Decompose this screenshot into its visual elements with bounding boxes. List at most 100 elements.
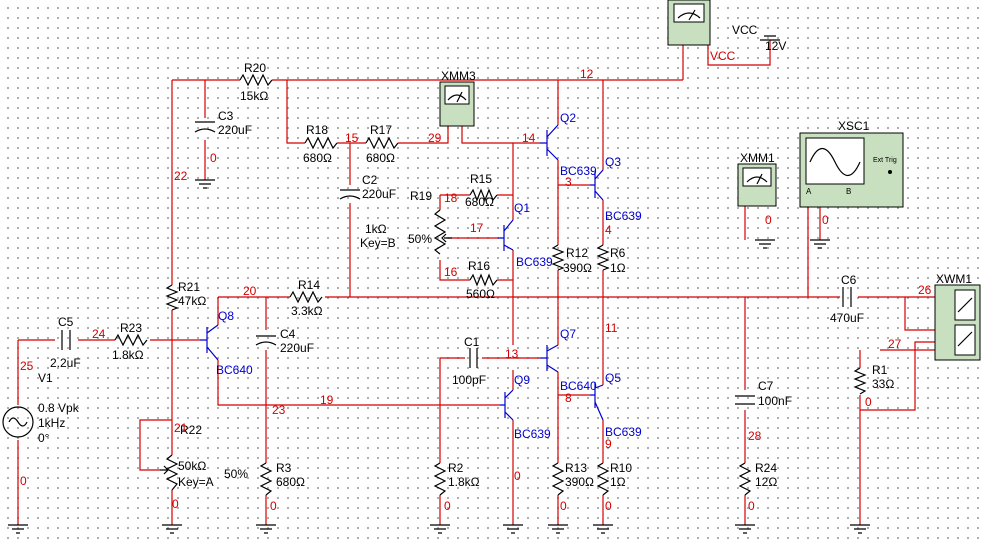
r22-key: Key=A: [178, 475, 214, 489]
r13-value: 390Ω: [565, 475, 594, 489]
xmm3-ref: XMM3: [441, 69, 476, 83]
v1-ref: V1: [38, 371, 53, 385]
q8-model: BC640: [216, 363, 253, 377]
xmm3-instrument[interactable]: [439, 81, 475, 127]
v1-amplitude: 0.8 Vpk: [38, 401, 80, 415]
svg-text:4: 4: [605, 223, 612, 237]
r17-value: 680Ω: [366, 151, 395, 165]
r10-body: [596, 462, 610, 496]
c1-body: [469, 348, 478, 368]
r1-value: 33Ω: [872, 377, 894, 391]
c6-body: [842, 287, 852, 307]
transistors: [200, 124, 604, 421]
xmm2-instrument[interactable]: [667, 0, 711, 46]
r22-value: 50kΩ: [178, 459, 206, 473]
xmm1-instrument[interactable]: [737, 163, 777, 207]
svg-text:21: 21: [174, 421, 188, 435]
c7-value: 100nF: [758, 394, 792, 408]
wires: [17, 40, 940, 525]
c1-ref: C1: [464, 335, 480, 349]
svg-text:0: 0: [514, 469, 521, 483]
svg-text:27: 27: [888, 337, 902, 351]
svg-text:0: 0: [560, 499, 567, 513]
xwm1-ref: XWM1: [936, 272, 972, 286]
q5-ref: Q5: [605, 371, 621, 385]
r16-value: 560Ω: [466, 287, 495, 301]
r15-body: [469, 188, 498, 202]
c2-value: 220uF: [362, 187, 396, 201]
svg-text:11: 11: [605, 321, 618, 335]
svg-text:28: 28: [748, 429, 762, 443]
r6-ref: R6: [610, 246, 626, 260]
r21-body: [165, 284, 179, 311]
svg-text:22: 22: [174, 169, 188, 183]
xsc1-channel-b: B: [846, 187, 851, 196]
r24-value: 12Ω: [755, 475, 777, 489]
svg-text:23: 23: [272, 403, 286, 417]
r21-ref: R21: [178, 280, 200, 294]
r13-ref: R13: [565, 461, 587, 475]
r19-wiper: [441, 233, 452, 243]
q7-model: BC640: [560, 379, 597, 393]
r6-body: [596, 244, 610, 271]
r19-ref: R19: [410, 189, 432, 203]
r24-body: [738, 462, 752, 496]
c2-ref: C2: [362, 173, 378, 187]
r22-ref: R22: [180, 423, 202, 437]
r20-ref: R20: [244, 61, 266, 75]
q5-symbol: [590, 382, 604, 421]
r18-ref: R18: [306, 123, 328, 137]
svg-text:0: 0: [748, 499, 755, 513]
labels: VCC 12V VCC R20 15kΩ C3 220uF R18 680Ω R…: [20, 23, 972, 513]
svg-text:0: 0: [822, 213, 829, 227]
c7-body: [735, 395, 755, 405]
r17-ref: R17: [370, 123, 392, 137]
xsc1-instrument[interactable]: [799, 132, 904, 208]
c5-value: 2.2uF: [50, 356, 81, 370]
c6-value: 470uF: [830, 311, 864, 325]
q9-model: BC639: [514, 427, 551, 441]
r23-ref: R23: [120, 321, 142, 335]
svg-text:19: 19: [320, 393, 334, 407]
svg-text:16: 16: [444, 265, 458, 279]
c5-body: [61, 330, 71, 350]
svg-text:3: 3: [565, 175, 572, 189]
c3-ref: C3: [218, 109, 234, 123]
r14-value: 3.3kΩ: [291, 304, 323, 318]
xsc1-ref: XSC1: [838, 119, 870, 133]
r19-value: 1kΩ: [365, 222, 387, 236]
r19-body: [433, 209, 447, 255]
svg-text:8: 8: [565, 391, 572, 405]
q8-ref: Q8: [218, 309, 234, 323]
svg-text:0: 0: [765, 213, 772, 227]
q2-model: BC639: [560, 164, 597, 178]
q2-symbol: [540, 124, 559, 161]
r12-value: 390Ω: [563, 261, 592, 275]
r1-body: [853, 367, 867, 395]
grounds: [8, 35, 870, 534]
r3-ref: R3: [276, 461, 292, 475]
r17-body: [365, 136, 399, 150]
c2-body: [339, 189, 361, 200]
svg-text:0: 0: [270, 499, 277, 513]
svg-text:14: 14: [522, 131, 536, 145]
r10-value: 1Ω: [610, 475, 626, 489]
svg-text:0: 0: [20, 474, 27, 488]
xwm1-instrument[interactable]: [934, 284, 981, 361]
r22-wiper: [160, 465, 169, 475]
c3-body: [194, 121, 216, 133]
q1-model: BC639: [516, 255, 553, 269]
svg-text:12: 12: [580, 67, 594, 81]
r15-ref: R15: [470, 172, 492, 186]
q3-ref: Q3: [605, 155, 621, 169]
c4-ref: C4: [280, 327, 296, 341]
r18-value: 680Ω: [303, 151, 332, 165]
q8-symbol: [200, 324, 219, 361]
q9-symbol: [500, 389, 514, 421]
capacitors: [61, 121, 852, 405]
r2-body: [433, 462, 447, 496]
r12-body: [551, 244, 565, 271]
vcc-label: VCC: [732, 23, 758, 37]
svg-text:26: 26: [918, 283, 932, 297]
